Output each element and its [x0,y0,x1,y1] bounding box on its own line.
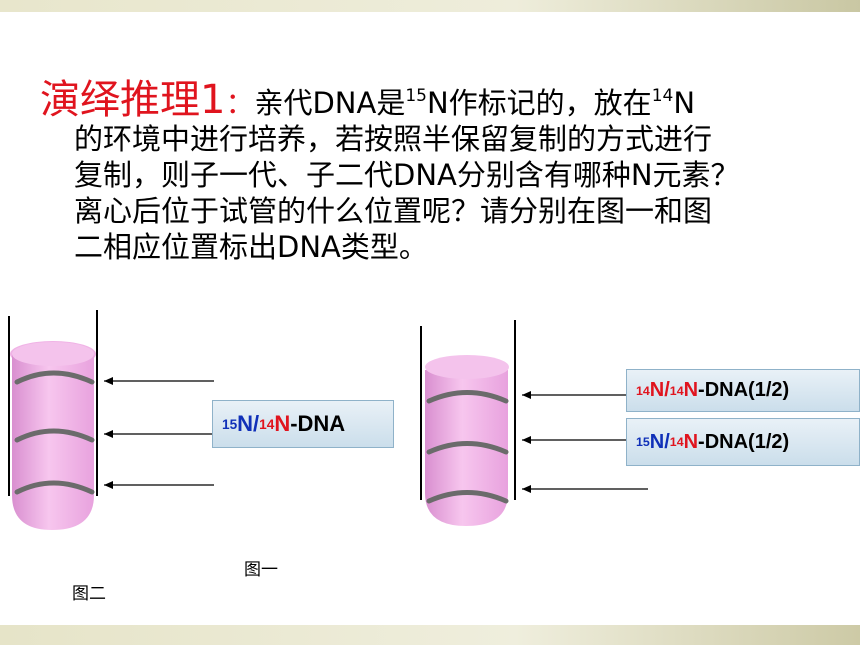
question-line-4: 离心后位于试管的什么位置呢？请分别在图一和图 [74,194,713,228]
line1-text-b: N作标记的，放在 [426,86,652,120]
figure-2-arrows [522,391,648,493]
tube-1-band-bottom [14,480,95,495]
bottom-decor-band [0,625,860,645]
question-line-5: 二相应位置标出DNA类型。 [74,230,428,264]
tube-2-liquid [425,370,508,526]
line1-text-c: N [673,86,696,120]
label-1-sup-a: 15 [222,416,238,432]
tube-1-meniscus [12,342,94,366]
label-1-n-b: N [274,411,291,436]
tube-2-meniscus [425,355,509,379]
label-1-suffix: -DNA [290,411,346,436]
line1-text-a: 亲代DNA是 [254,86,406,120]
superscript-15: 15 [405,86,427,106]
label-2a-sup-a: 14 [636,383,650,398]
label-2a-n-b: N [683,379,699,401]
question-line-2: 的环境中进行培养，若按照半保留复制的方式进行 [74,122,713,156]
arrowhead-2-bottom [522,485,531,493]
figure-1-arrows [104,377,214,489]
title-colon: ： [225,86,255,120]
label-2a-n-a: N/ [649,379,670,401]
question-line-3: 复制，则子一代、子二代DNA分别含有哪种N元素？ [74,158,740,192]
figure-2-caption: 图二 [72,584,106,604]
tube-1-band-top [14,370,95,385]
arrowhead-1-top [104,377,113,385]
arrowhead-1-bottom [104,481,113,489]
tube-2-band-middle [426,441,509,455]
label-1-sup-b: 14 [259,416,275,432]
label-1-n-a: N/ [237,411,260,436]
top-decor-band [0,0,860,12]
test-tube-1 [8,310,98,530]
tube-2-band-bottom [426,490,509,504]
tube-1-liquid [12,370,94,530]
label-2b-sup-b: 14 [669,435,684,449]
label-2a-suffix: -DNA(1/2) [698,379,790,401]
label-2b-n-a: N/ [649,430,670,453]
tube-1-band-middle [14,428,95,443]
label-2b-n-b: N [683,430,699,453]
figure-1-caption: 图一 [244,560,278,580]
superscript-14: 14 [651,86,674,106]
section-title: 演绎推理1 [40,77,226,123]
test-tube-2 [420,320,516,526]
arrowhead-2-top [522,391,531,399]
arrowhead-2-middle [522,436,531,444]
label-2a-sup-b: 14 [669,383,684,398]
tube-2-band-top [426,390,509,404]
question-line-1: 演绎推理1：亲代DNA是15N作标记的，放在14N [40,78,830,121]
label-2b-suffix: -DNA(1/2) [698,430,790,453]
arrowhead-1-middle [104,430,113,438]
question-paragraph: 演绎推理1：亲代DNA是15N作标记的，放在14N 的环境中进行培养，若按照半保… [40,78,830,265]
label-2b-sup-a: 15 [636,435,650,449]
